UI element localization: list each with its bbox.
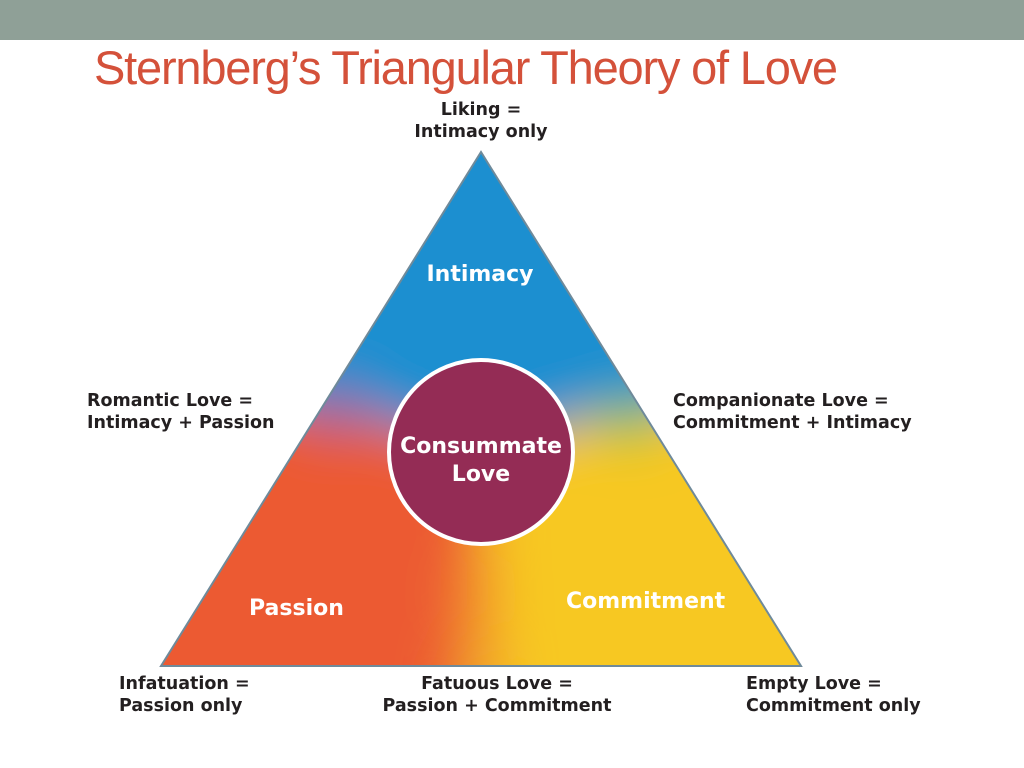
consummate-love-label: Consummate Love: [381, 433, 581, 489]
fatuous-line2: Passion + Commitment: [382, 696, 612, 716]
infatuation-line1: Infatuation =: [119, 674, 250, 694]
romantic-line1: Romantic Love =: [87, 391, 254, 411]
fatuous-love-label: Fatuous Love = Passion + Commitment: [371, 673, 623, 717]
triangle-outline: [159, 150, 803, 667]
liking-label: Liking = Intimacy only: [381, 99, 581, 143]
companionate-blend: [596, 398, 664, 442]
empty-love-label: Empty Love = Commitment only: [746, 673, 921, 717]
companionate-love-label: Companionate Love = Commitment + Intimac…: [673, 390, 912, 434]
consummate-love-circle: [387, 358, 575, 546]
passion-region: [161, 400, 481, 666]
romantic-line2: Intimacy + Passion: [87, 413, 275, 433]
romantic-love-label: Romantic Love = Intimacy + Passion: [87, 390, 274, 434]
slide-title: Sternberg’s Triangular Theory of Love: [94, 41, 838, 94]
consummate-line1: Consummate: [400, 434, 562, 459]
fatuous-blend: [458, 540, 498, 660]
consummate-line2: Love: [451, 462, 511, 487]
infatuation-label: Infatuation = Passion only: [119, 673, 250, 717]
fatuous-line1: Fatuous Love =: [421, 674, 573, 694]
commitment-label: Commitment: [566, 589, 726, 614]
liking-line1: Liking =: [440, 100, 522, 120]
commitment-region: [481, 400, 801, 666]
companionate-line2: Commitment + Intimacy: [673, 413, 912, 433]
passion-label: Passion: [249, 596, 344, 621]
companionate-line1: Companionate Love =: [673, 391, 889, 411]
intimacy-label: Intimacy: [426, 262, 534, 287]
infatuation-line2: Passion only: [119, 696, 243, 716]
liking-line2: Intimacy only: [414, 122, 548, 142]
header-bar: [0, 0, 1024, 40]
empty-line1: Empty Love =: [746, 674, 882, 694]
empty-line2: Commitment only: [746, 696, 921, 716]
